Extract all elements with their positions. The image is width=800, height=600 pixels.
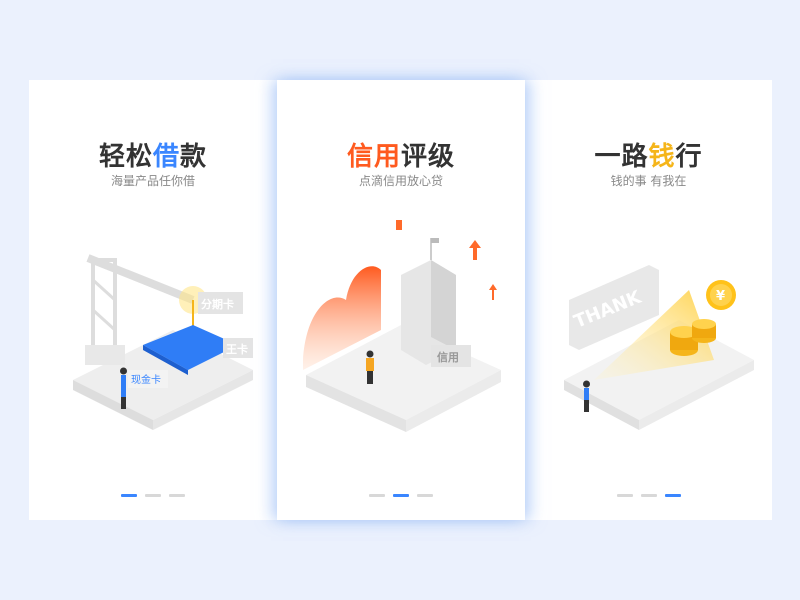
panel-subtitle: 钱的事 有我在 xyxy=(610,174,687,188)
onboarding-panel-credit-rating: 信用评级 点滴信用放心贷 信用 xyxy=(277,80,525,520)
page-dot-1[interactable] xyxy=(369,494,385,497)
page-dot-2[interactable] xyxy=(393,494,409,497)
page-dot-3[interactable] xyxy=(169,494,185,497)
panel-title: 轻松借款 xyxy=(98,142,208,172)
onboarding-panel-money: 一路钱行 钱的事 有我在 THANK ¥ xyxy=(525,80,772,520)
sign-cash-card: 现金卡 xyxy=(131,373,161,386)
sign-king-card: 王卡 xyxy=(226,342,248,356)
page-dot-2[interactable] xyxy=(640,494,657,497)
sign-installment-card: 分期卡 xyxy=(201,297,234,311)
pagination xyxy=(525,494,772,497)
credit-building-illustration: 信用 xyxy=(303,220,501,432)
panel-subtitle: 点滴信用放心贷 xyxy=(358,174,443,188)
yen-coin-icon: ¥ xyxy=(716,289,725,304)
page-dot-3[interactable] xyxy=(664,494,681,497)
onboarding-panel-easy-loan: 轻松借款 海量产品任你借 分期卡 王卡 现金卡 xyxy=(29,80,277,520)
sign-credit: 信用 xyxy=(437,350,459,364)
panel-title: 信用评级 xyxy=(346,142,456,172)
pagination xyxy=(277,494,525,497)
panel-subtitle: 海量产品任你借 xyxy=(110,174,195,188)
page-dot-1[interactable] xyxy=(616,494,633,497)
page-dot-3[interactable] xyxy=(417,494,433,497)
panel-title: 一路钱行 xyxy=(594,142,703,172)
page-dot-2[interactable] xyxy=(145,494,161,497)
crane-card-illustration: 分期卡 王卡 现金卡 xyxy=(73,254,253,430)
pagination xyxy=(29,494,277,497)
page-dot-1[interactable] xyxy=(121,494,137,497)
phone-coins-illustration: THANK ¥ xyxy=(564,265,754,430)
